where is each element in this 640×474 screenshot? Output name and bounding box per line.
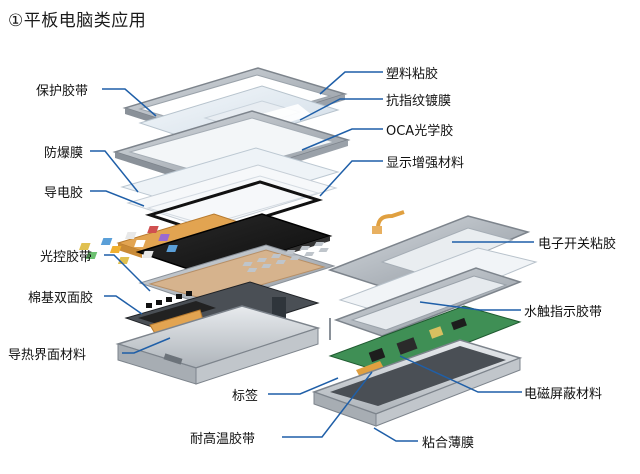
leader-high-temp	[282, 371, 373, 438]
conductive-layer	[126, 164, 338, 229]
leader-light-control	[104, 254, 151, 292]
label-emi-shielding-material: 电磁屏蔽材料	[524, 387, 603, 402]
app-icon-grid	[79, 226, 178, 264]
leader-protective-tape	[102, 88, 157, 117]
leader-water-touch	[419, 301, 521, 311]
keyboard-keys	[242, 242, 329, 272]
leader-explosion-proof	[90, 150, 139, 193]
leader-anti-fingerprint	[299, 98, 383, 121]
lcd-module-layer	[79, 213, 333, 280]
leader-emi-shield	[399, 355, 522, 393]
label-display-enhancement: 显示增强材料	[386, 156, 465, 171]
label-anti-fingerprint-film: 抗指纹镀膜	[386, 94, 452, 109]
label-bonding-film: 粘合薄膜	[422, 436, 475, 451]
leader-thermal-interface	[122, 337, 171, 354]
leader-display-enhancement	[319, 160, 383, 197]
label-plastic-adhesive: 塑料粘胶	[386, 67, 439, 82]
leader-lines	[90, 71, 534, 442]
label-electronic-switch-adhesive: 电子开关粘胶	[538, 237, 617, 252]
label-explosion-proof-film: 防爆膜	[44, 146, 84, 161]
leader-bonding-film	[373, 427, 418, 442]
label-tag: 标签	[232, 389, 259, 404]
label-oca-optical-adhesive: OCA光学胶	[386, 124, 454, 139]
chip-row	[146, 291, 192, 308]
label-light-control-tape: 光控胶带	[40, 250, 93, 265]
label-cotton-double-sided-tape: 棉基双面胶	[28, 291, 94, 306]
label-high-temp-tape: 耐高温胶带	[190, 432, 256, 447]
label-conductive-adhesive: 导电胶	[44, 186, 84, 201]
page-title: ①平板电脑类应用	[8, 11, 147, 31]
leader-label	[268, 377, 339, 395]
label-water-touch-indicator-tape: 水触指示胶带	[524, 305, 603, 320]
label-thermal-interface-material: 导热界面材料	[8, 348, 87, 363]
label-protective-tape: 保护胶带	[36, 84, 89, 99]
leader-cotton-double	[104, 295, 143, 315]
switch-cable	[372, 210, 405, 234]
back-case-right	[311, 339, 523, 427]
leader-conductive	[90, 190, 145, 207]
leader-oca	[301, 128, 383, 151]
back-case-left	[115, 305, 331, 385]
leader-plastic-adhesive	[319, 71, 383, 95]
